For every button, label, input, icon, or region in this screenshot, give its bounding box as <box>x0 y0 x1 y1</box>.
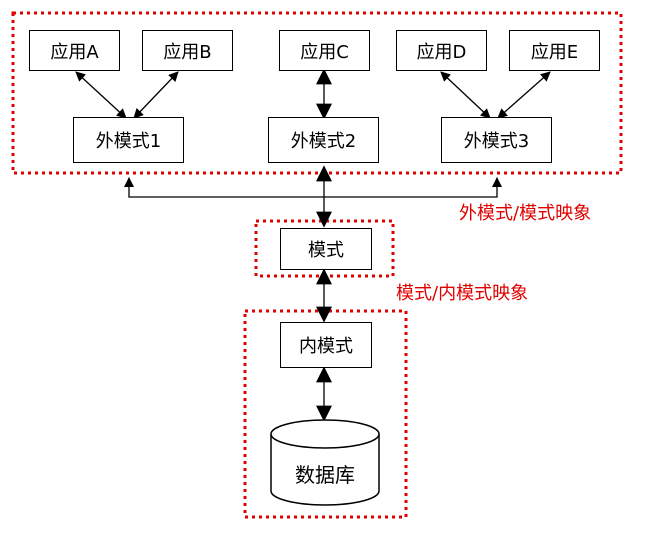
schema-box: 模式 <box>280 228 372 270</box>
app-c-box: 应用C <box>279 30 370 71</box>
app-d-box: 应用D <box>396 30 487 71</box>
internal-level-border <box>243 309 408 519</box>
app-a-label: 应用A <box>50 41 99 63</box>
external-schema-2-label: 外模式2 <box>290 131 357 152</box>
internal-schema-label: 内模式 <box>299 336 353 357</box>
arrow-appA-schema1 <box>75 71 127 119</box>
app-e-box: 应用E <box>509 30 600 71</box>
internal-schema-box: 内模式 <box>280 322 372 368</box>
app-d-label: 应用D <box>416 41 467 63</box>
external-schema-1-box: 外模式1 <box>73 117 184 163</box>
arrow-appE-schema3 <box>497 71 551 119</box>
app-c-label: 应用C <box>300 41 349 63</box>
database-label: 数据库 <box>295 463 355 487</box>
schema-label: 模式 <box>308 240 344 261</box>
external-schema-1-label: 外模式1 <box>95 131 162 152</box>
external-schema-3-box: 外模式3 <box>441 117 552 163</box>
external-schema-2-box: 外模式2 <box>268 117 379 163</box>
arrow-appB-schema1 <box>133 71 179 119</box>
connector-schema1 <box>124 177 324 198</box>
external-schema-3-label: 外模式3 <box>463 131 530 152</box>
arrow-appD-schema3 <box>440 71 491 119</box>
app-b-label: 应用B <box>163 41 212 63</box>
connector-schema3 <box>324 177 502 198</box>
schema-internal-mapping-label: 模式/内模式映象 <box>396 283 529 304</box>
app-e-label: 应用E <box>530 41 579 63</box>
app-a-box: 应用A <box>29 30 120 71</box>
app-b-box: 应用B <box>142 30 233 71</box>
database-cylinder <box>270 419 380 506</box>
external-schema-mapping-label: 外模式/模式映象 <box>459 203 592 224</box>
